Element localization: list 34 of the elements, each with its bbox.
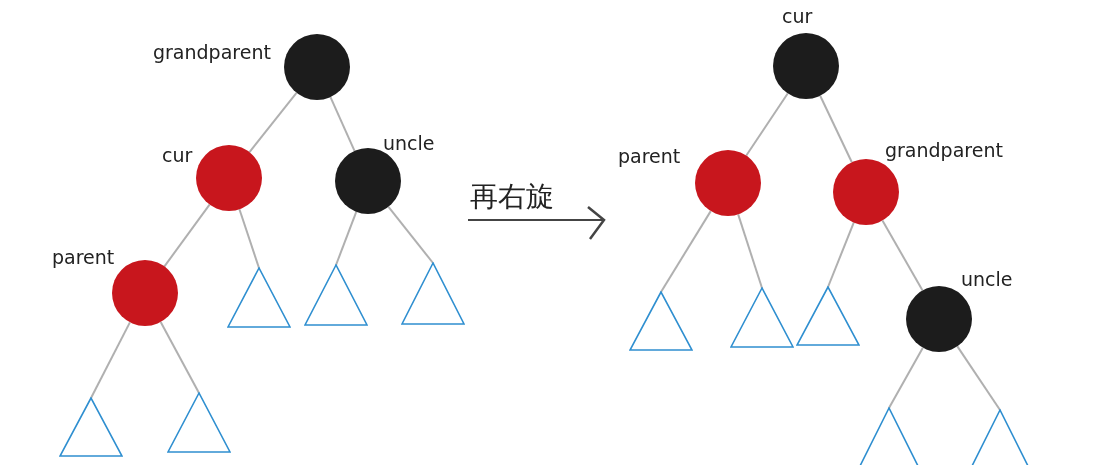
tree-edge	[827, 221, 855, 288]
tree-edge	[238, 208, 260, 269]
tree-edge	[745, 92, 789, 157]
tree-edge	[159, 321, 200, 394]
tree-edge	[888, 346, 924, 409]
subtree-triangle	[730, 287, 794, 348]
tree-edge	[956, 345, 1001, 411]
tree-edge	[248, 91, 298, 154]
tree-edge	[90, 321, 131, 399]
node-label: cur	[162, 145, 193, 166]
tree-edge	[737, 213, 763, 289]
tree-edge	[387, 205, 434, 264]
tree-edge	[329, 96, 356, 152]
tree-edge	[881, 219, 924, 292]
node-label: parent	[52, 247, 115, 268]
subtree-triangle	[401, 262, 465, 325]
tree-edge	[660, 210, 712, 293]
subtree-triangle	[227, 267, 291, 328]
subtree-triangle	[629, 291, 693, 351]
subtree-triangle	[304, 264, 368, 326]
rotation-label: 再右旋	[470, 182, 554, 213]
subtree-triangle	[857, 407, 921, 465]
subtree-triangle	[167, 392, 231, 453]
node-label: grandparent	[885, 140, 1003, 161]
tree-edge	[819, 94, 853, 164]
tree-edge	[335, 210, 358, 266]
node-label: grandparent	[153, 42, 271, 63]
node-label: uncle	[961, 269, 1013, 290]
subtree-triangle	[59, 397, 123, 457]
node-label: uncle	[383, 133, 435, 154]
node-label: cur	[782, 6, 813, 27]
tree-edge	[163, 203, 211, 268]
node-label: parent	[618, 146, 681, 167]
subtree-triangle	[796, 286, 860, 346]
